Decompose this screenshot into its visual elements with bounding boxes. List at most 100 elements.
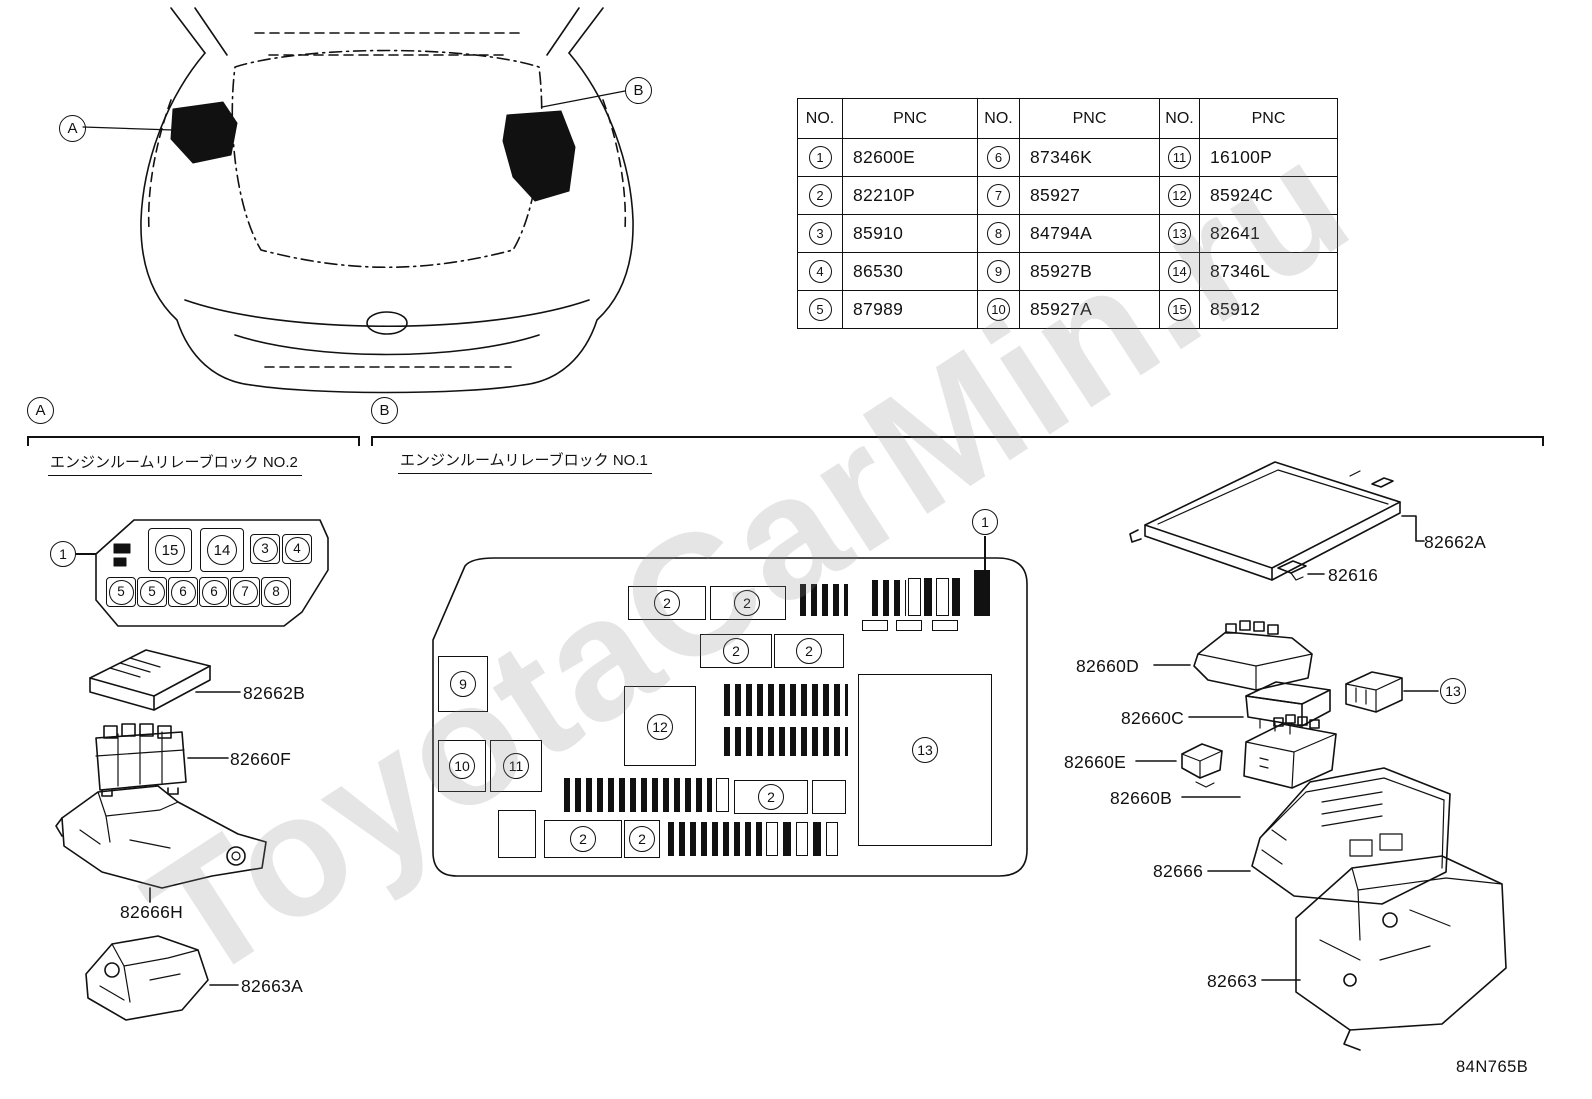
- pnc-cell: 85910: [842, 214, 978, 253]
- callout-1-leader-line: [984, 536, 986, 574]
- car-outline-drawing: [82, 7, 634, 394]
- fuse-slot: [932, 620, 958, 631]
- relay-slot: 6: [199, 577, 229, 607]
- fuse-bank: [564, 778, 712, 812]
- part-label-82666: 82666: [1153, 861, 1204, 881]
- relay-number: 6: [201, 579, 227, 605]
- item-number-badge: 5: [808, 298, 832, 321]
- no-cell: 8: [977, 214, 1020, 253]
- pnc-cell: 82600E: [842, 138, 978, 177]
- relay-slot: 6: [168, 577, 198, 607]
- fuse-slot-filled: [952, 578, 960, 616]
- no-cell: 2: [797, 176, 843, 215]
- cavity-number: 2: [629, 826, 655, 852]
- relay-block-callout-1: 1: [50, 541, 76, 567]
- part-82666-drawing: [1207, 767, 1451, 905]
- pnc-cell: 82641: [1199, 214, 1338, 253]
- relay-number: 5: [139, 579, 165, 605]
- pnc-table-row: 3 85910 8 84794A 13 82641: [797, 214, 1338, 253]
- fuse-slot-filled: [924, 578, 932, 616]
- col-header-no: NO.: [977, 98, 1020, 139]
- pnc-cell: 86530: [842, 252, 978, 291]
- no-cell: 14: [1159, 252, 1200, 291]
- fuse-bank: [800, 584, 848, 616]
- relay-slot: 8: [261, 577, 291, 607]
- pnc-table-row: 1 82600E 6 87346K 11 16100P: [797, 138, 1338, 177]
- section-b-bracket-tick: [371, 436, 373, 446]
- relay-number: 5: [108, 579, 134, 605]
- diagram-code: 84N765B: [1456, 1058, 1529, 1076]
- cavity-number: 2: [796, 638, 822, 664]
- part-82641-drawing: [1345, 671, 1439, 713]
- fuse-slot-filled: [974, 570, 990, 616]
- no-cell: 13: [1159, 214, 1200, 253]
- part-label-82660f: 82660F: [230, 749, 292, 769]
- car-body: [140, 7, 634, 394]
- cavity-number: 2: [734, 590, 760, 616]
- no-cell: 10: [977, 290, 1020, 329]
- section-b-bracket-tick: [1542, 436, 1544, 446]
- item-number-badge: 12: [1168, 184, 1191, 207]
- fusebox-outline-drawing: [432, 557, 1028, 877]
- relay-cavity: [710, 586, 786, 620]
- col-header-pnc: PNC: [1199, 98, 1338, 139]
- relay-block-location-markers: [82, 90, 626, 202]
- pnc-table-header-row: NO. PNC NO. PNC NO. PNC: [797, 98, 1338, 139]
- item-number-badge: 4: [808, 260, 832, 283]
- relay-cavity: [624, 686, 696, 766]
- col-header-pnc: PNC: [1019, 98, 1160, 139]
- section-a-bracket: [27, 436, 360, 438]
- item-number-badge: 7: [987, 184, 1010, 207]
- relay-cavity: [438, 740, 486, 792]
- section-b-marker: B: [371, 397, 398, 424]
- no-cell: 5: [797, 290, 843, 329]
- relay-number: 4: [284, 536, 310, 562]
- relay-cavity: [624, 820, 660, 858]
- part-label-82660e: 82660E: [1064, 752, 1127, 772]
- pnc-cell: 16100P: [1199, 138, 1338, 177]
- item-number-badge: 8: [987, 222, 1010, 245]
- cavity-number: 2: [654, 590, 680, 616]
- part-label-82660d: 82660D: [1076, 656, 1140, 676]
- fuse-slot: [796, 822, 808, 856]
- pnc-table: NO. PNC NO. PNC NO. PNC 1 82600E 6 87346…: [797, 98, 1338, 329]
- pnc-cell: 85927A: [1019, 290, 1160, 329]
- part-82663-drawing: [1261, 855, 1507, 1051]
- pnc-cell: 87346K: [1019, 138, 1160, 177]
- callout-1-leader-line: [76, 553, 96, 555]
- relay-number: 15: [155, 535, 185, 565]
- callout-13: 13: [1440, 678, 1466, 704]
- item-number-badge: 6: [987, 146, 1010, 169]
- part-82660f-drawing: [95, 723, 229, 797]
- part-label-82616: 82616: [1328, 565, 1379, 585]
- relay-cavity: [628, 586, 706, 620]
- cavity-number: 2: [570, 826, 596, 852]
- relay-cavity: [490, 740, 542, 792]
- cavity-number: 12: [647, 714, 673, 740]
- relay-slot: 3: [250, 534, 280, 564]
- relay-slot: 5: [106, 577, 136, 607]
- no-cell: 6: [977, 138, 1020, 177]
- part-82660b-drawing: [1181, 714, 1337, 798]
- fuse-slot: [896, 620, 922, 631]
- fusebox-callout-1: 1: [972, 509, 998, 535]
- relay-cavity: [438, 656, 488, 712]
- relay-cavity: [774, 634, 844, 668]
- part-82616-drawing: [1277, 560, 1325, 581]
- pnc-cell: 84794A: [1019, 214, 1160, 253]
- section-a-marker: A: [27, 397, 54, 424]
- item-number-badge: 2: [808, 184, 832, 207]
- col-header-no: NO.: [797, 98, 843, 139]
- relay-slot: 15: [148, 528, 192, 572]
- pnc-table-row: 2 82210P 7 85927 12 85924C: [797, 176, 1338, 215]
- part-82662a-drawing: [1129, 461, 1425, 581]
- fuse-slot: [936, 578, 949, 616]
- relay-cavity: [812, 780, 846, 814]
- fuse-slot: [908, 578, 921, 616]
- section-b-title: エンジンルームリレーブロック NO.1: [398, 449, 652, 474]
- item-number-badge: 10: [987, 298, 1010, 321]
- pnc-cell: 85912: [1199, 290, 1338, 329]
- item-number-badge: 3: [808, 222, 832, 245]
- item-number-badge: 15: [1168, 298, 1191, 321]
- fuse-bank: [872, 580, 906, 616]
